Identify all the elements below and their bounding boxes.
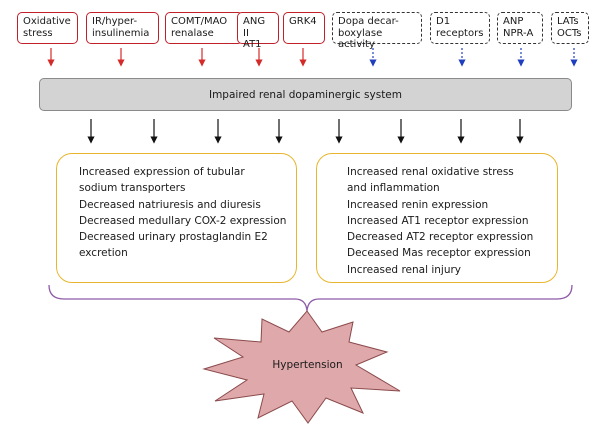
hypertension-label: Hypertension: [272, 359, 343, 371]
right-effect-item: Deceased Mas receptor expression: [347, 247, 531, 260]
factor-insulin-resistance: IR/hyper- insulinemia: [86, 12, 159, 44]
right-effect-item: Increased renal injury: [347, 263, 462, 276]
factor-d1-receptors: D1 receptors: [430, 12, 490, 44]
left-effect-item: Decreased medullary COX-2 expression: [79, 214, 287, 227]
factor-dopa-decarboxylase: Dopa decar- boxylase activity: [332, 12, 422, 50]
right-effect-item: Increased renin expression: [347, 198, 489, 211]
impaired-renal-dopaminergic-system: Impaired renal dopaminergic system: [39, 78, 572, 111]
right-effect-item: Increased renal oxidative stress and inf…: [347, 166, 514, 195]
right-effect-item: Decreased AT2 receptor expression: [347, 231, 534, 244]
factor-grk4: GRK4: [283, 12, 325, 44]
factor-arrows-dashed: [369, 48, 578, 67]
factor-lats-octs: LATs OCTs: [551, 12, 589, 44]
left-effects-box: Increased expression of tubular sodium t…: [56, 153, 297, 283]
left-effect-item: Decreased urinary prostaglandin E2 excre…: [79, 231, 268, 260]
left-effect-item: Decreased natriuresis and diuresis: [79, 198, 261, 211]
factor-anp-npr-a: ANP NPR-A: [497, 12, 543, 44]
central-label: Impaired renal dopaminergic system: [208, 88, 402, 101]
factor-oxidative-stress: Oxidative stress: [17, 12, 78, 44]
factor-arrows-solid: [47, 48, 307, 67]
effect-arrows: [87, 119, 524, 144]
left-effect-item: Increased expression of tubular sodium t…: [79, 166, 245, 195]
hypertension-burst: [202, 310, 401, 424]
right-effect-item: Increased AT1 receptor expression: [347, 214, 529, 227]
summary-brace: [48, 284, 573, 312]
right-effects-box: Increased renal oxidative stress and inf…: [316, 153, 558, 283]
factor-ang-ii-at1: ANG II AT1: [237, 12, 279, 50]
